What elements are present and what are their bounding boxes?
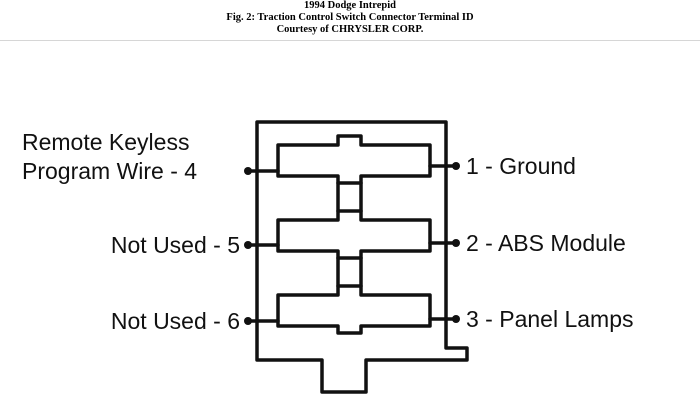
terminal-3-label: 3 - Panel Lamps — [466, 306, 634, 332]
terminal-2-dot — [452, 239, 460, 247]
terminal-2-label: 2 - ABS Module — [466, 230, 626, 256]
cavity-row-1 — [276, 134, 432, 185]
vehicle-title: 1994 Dodge Intrepid — [304, 0, 396, 11]
cavity-row-2 — [276, 209, 432, 260]
terminal-3-dot — [452, 315, 460, 323]
terminal-4-label-line1: Remote Keyless — [22, 129, 190, 155]
figure-header: 1994 Dodge Intrepid Fig. 2: Traction Con… — [0, 0, 700, 41]
connector-diagram: Remote Keyless Program Wire - 4 Not Used… — [0, 40, 700, 406]
terminal-1-label: 1 - Ground — [466, 153, 576, 179]
terminal-4-label-line2: Program Wire - 4 — [22, 158, 198, 184]
figure-caption: Fig. 2: Traction Control Switch Connecto… — [226, 12, 474, 23]
terminal-4-dot — [244, 167, 252, 175]
terminal-6-dot — [244, 317, 252, 325]
courtesy-line: Courtesy of CHRYSLER CORP. — [276, 24, 424, 35]
connector-housing — [255, 120, 469, 394]
terminal-1-dot — [452, 162, 460, 170]
terminal-5-dot — [244, 241, 252, 249]
terminal-5-label: Not Used - 5 — [110, 232, 240, 258]
connector-drawing — [244, 120, 469, 394]
cavity-row-3 — [276, 284, 432, 335]
terminal-6-label: Not Used - 6 — [110, 308, 240, 334]
